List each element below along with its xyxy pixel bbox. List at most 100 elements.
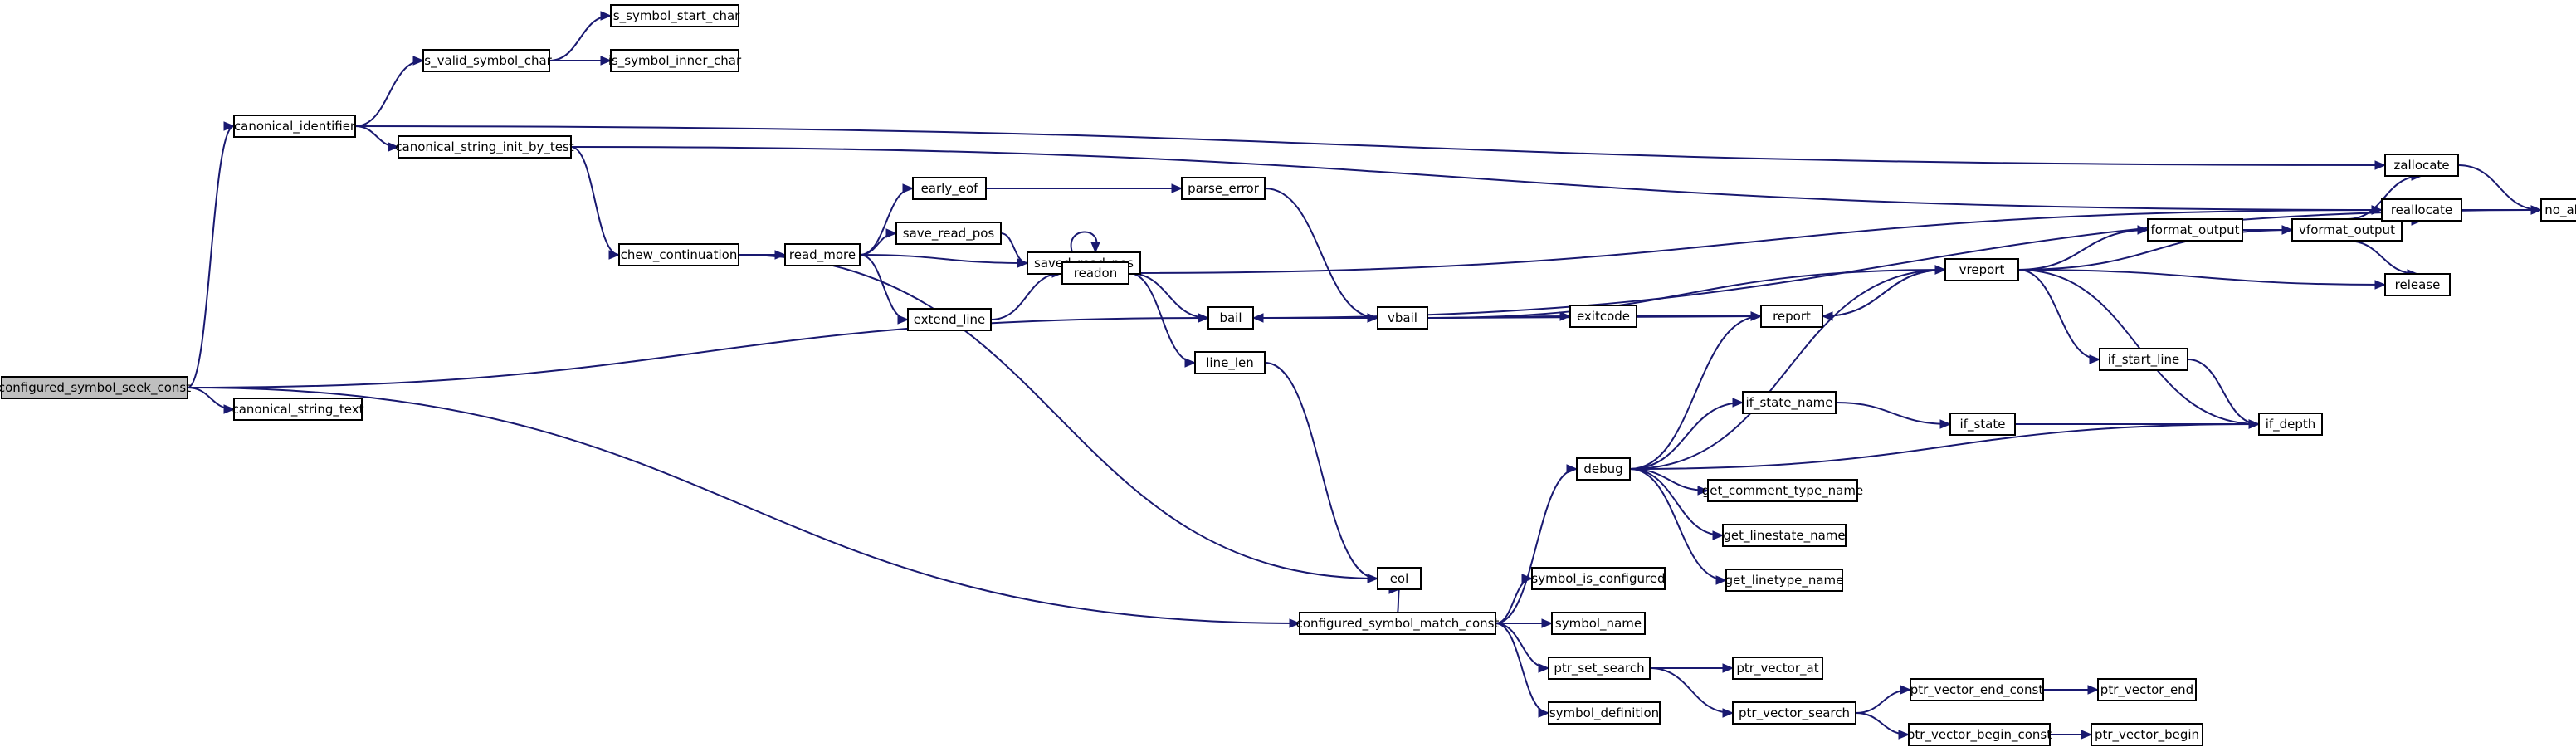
node-format-output[interactable]: format_output: [2147, 218, 2243, 242]
node-ptr-vector-at[interactable]: ptr_vector_at: [1732, 657, 1823, 680]
node-no-alloc-fail[interactable]: no_alloc_fail: [2540, 198, 2576, 222]
node-report[interactable]: report: [1760, 305, 1823, 328]
node-line-len[interactable]: line_len: [1194, 351, 1266, 374]
node-is-valid-symbol-char[interactable]: is_valid_symbol_char: [421, 49, 553, 72]
edge-format-output-to-vformat-output-arrowhead: [2281, 225, 2294, 235]
edge-is-valid-symbol-char-to-is-symbol-start-char-arrowhead: [600, 11, 612, 21]
node-ptr-set-search[interactable]: ptr_set_search: [1548, 657, 1651, 680]
node-if-start-line[interactable]: if_start_line: [2099, 348, 2188, 371]
node-get-comment-type-name[interactable]: get_comment_type_name: [1702, 479, 1863, 502]
node-configured-symbol-match-const-box: [1299, 612, 1496, 635]
edge-configured-symbol-seek-const-to-canonical-string-text: [187, 387, 236, 414]
node-canonical-string-init-by-test-label: canonical_string_init_by_test: [395, 139, 574, 155]
node-configured-symbol-seek-const-label: configured_symbol_seek_const: [0, 380, 191, 396]
node-ptr-vector-end-const[interactable]: ptr_vector_end_const: [1910, 678, 2044, 701]
node-symbol-definition[interactable]: symbol_definition: [1548, 701, 1661, 725]
node-exitcode[interactable]: exitcode: [1569, 305, 1637, 328]
node-ptr-vector-search-box: [1732, 701, 1856, 725]
node-eol[interactable]: eol: [1377, 567, 1422, 590]
edge-vformat-output-to-release-path: [2346, 240, 2418, 275]
node-release[interactable]: release: [2384, 273, 2451, 296]
edge-if-state-name-to-if-state: [1835, 402, 1952, 429]
node-canonical-identifier[interactable]: canonical_identifier: [233, 115, 356, 138]
edge-ptr-set-search-to-ptr-vector-at: [1650, 663, 1734, 673]
node-save-read-pos[interactable]: save_read_pos: [895, 222, 1002, 245]
node-reallocate[interactable]: reallocate: [2381, 198, 2462, 222]
node-read-more-label: read_more: [789, 247, 856, 263]
node-ptr-vector-search[interactable]: ptr_vector_search: [1732, 701, 1856, 725]
node-ptr-vector-end-const-label: ptr_vector_end_const: [1910, 682, 2044, 698]
node-if-state-label: if_state: [1960, 417, 2006, 432]
node-zallocate[interactable]: zallocate: [2384, 154, 2459, 177]
node-symbol-is-configured[interactable]: symbol_is_configured: [1531, 567, 1666, 590]
node-canonical-identifier-box: [233, 115, 356, 138]
node-if-depth[interactable]: if_depth: [2258, 413, 2323, 436]
node-configured-symbol-seek-const[interactable]: configured_symbol_seek_const: [0, 376, 191, 399]
edge-if-state-name-to-if-state-path: [1835, 402, 1951, 425]
edge-debug-to-vreport: [1629, 265, 1947, 470]
edge-canonical-string-init-by-test-to-chew-continuation-arrowhead: [608, 250, 621, 260]
node-canonical-string-text-box: [233, 398, 363, 421]
edge-bail-to-vbail-arrowhead: [1367, 313, 1379, 323]
node-ptr-vector-end[interactable]: ptr_vector_end: [2097, 678, 2197, 701]
node-canonical-identifier-label: canonical_identifier: [234, 119, 356, 134]
node-exitcode-label: exitcode: [1577, 309, 1630, 324]
node-canonical-string-text[interactable]: canonical_string_text: [232, 398, 364, 421]
node-extend-line[interactable]: extend_line: [907, 308, 992, 331]
node-canonical-string-init-by-test[interactable]: canonical_string_init_by_test: [395, 135, 574, 159]
edge-readon-to-bail-arrowhead: [1198, 313, 1210, 323]
node-early-eof[interactable]: early_eof: [912, 177, 987, 200]
node-get-linetype-name[interactable]: get_linetype_name: [1725, 569, 1844, 592]
node-vreport[interactable]: vreport: [1944, 258, 2019, 281]
node-is-symbol-inner-char[interactable]: is_symbol_inner_char: [608, 49, 742, 72]
edge-extend-line-to-readon-path: [990, 272, 1063, 320]
edge-debug-to-if-state-name: [1629, 398, 1744, 470]
edge-debug-to-vreport-path: [1629, 269, 1946, 470]
edge-configured-symbol-match-const-to-symbol-definition-arrowhead: [1538, 708, 1550, 718]
node-parse-error[interactable]: parse_error: [1181, 177, 1266, 200]
edge-configured-symbol-seek-const-to-canonical-identifier-arrowhead: [223, 121, 236, 131]
edge-readon-to-line-len-path: [1128, 272, 1196, 364]
edge-debug-to-get-linestate-name: [1629, 468, 1725, 540]
node-bail[interactable]: bail: [1208, 306, 1254, 330]
edge-ptr-vector-search-to-ptr-vector-end-const-arrowhead: [1900, 685, 1912, 695]
node-chew-continuation[interactable]: chew_continuation: [618, 243, 739, 266]
node-if-depth-box: [2258, 413, 2323, 436]
node-configured-symbol-seek-const-box: [1, 376, 188, 399]
edge-vreport-to-if-depth-path: [2017, 269, 2260, 425]
edge-saved-read-pos-to-saved-read-pos-arrowhead: [1090, 242, 1100, 254]
node-vreport-label: vreport: [1959, 262, 2005, 277]
edge-format-output-to-vformat-output: [2242, 225, 2294, 235]
edge-vreport-to-format-output: [2017, 225, 2149, 271]
edge-line-len-to-eol-arrowhead: [1367, 574, 1379, 583]
node-extend-line-box: [907, 308, 992, 331]
node-vbail[interactable]: vbail: [1377, 306, 1428, 330]
node-read-more[interactable]: read_more: [784, 243, 861, 266]
node-ptr-vector-begin-const[interactable]: ptr_vector_begin_const: [1907, 723, 2052, 746]
node-configured-symbol-match-const[interactable]: configured_symbol_match_const: [1296, 612, 1500, 635]
edge-canonical-string-init-by-test-to-reallocate-path: [570, 146, 2383, 211]
edge-configured-symbol-seek-const-to-canonical-identifier: [187, 121, 236, 388]
call-graph-nodes: configured_symbol_seek_const canonical_id…: [0, 4, 2576, 746]
edge-if-start-line-to-if-depth-path: [2187, 359, 2260, 425]
node-if-start-line-label: if_start_line: [2108, 352, 2179, 368]
edge-vreport-to-format-output-path: [2017, 229, 2149, 271]
node-readon[interactable]: readon: [1061, 261, 1129, 285]
edge-chew-continuation-to-eol-path: [738, 254, 1378, 579]
node-if-state[interactable]: if_state: [1949, 413, 2016, 436]
node-format-output-label: format_output: [2150, 222, 2239, 238]
node-if-state-name[interactable]: if_state_name: [1742, 391, 1837, 414]
node-vformat-output[interactable]: vformat_output: [2291, 218, 2403, 242]
node-release-box: [2384, 273, 2451, 296]
edge-canonical-identifier-to-canonical-string-init-by-test: [354, 125, 400, 152]
node-ptr-vector-begin[interactable]: ptr_vector_begin: [2091, 723, 2203, 746]
node-get-linestate-name[interactable]: get_linestate_name: [1722, 524, 1847, 547]
node-debug[interactable]: debug: [1576, 457, 1631, 481]
node-symbol-name[interactable]: symbol_name: [1551, 612, 1646, 635]
node-is-symbol-start-char[interactable]: is_symbol_start_char: [610, 4, 741, 27]
edge-ptr-vector-end-const-to-ptr-vector-end: [2043, 685, 2100, 695]
edge-ptr-vector-search-to-ptr-vector-begin-const-arrowhead: [1898, 730, 1910, 740]
edge-readon-to-reallocate-path: [1128, 209, 2383, 274]
node-ptr-vector-begin-const-label: ptr_vector_begin_const: [1907, 727, 2052, 743]
edge-configured-symbol-seek-const-to-configured-symbol-match-const: [187, 387, 1301, 628]
